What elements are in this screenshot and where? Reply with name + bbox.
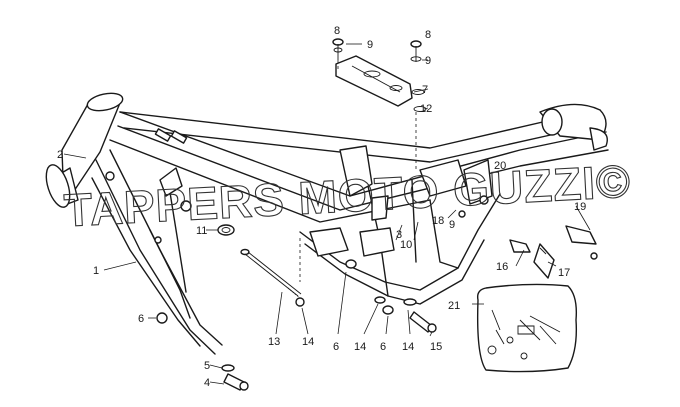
callout-11: 11 xyxy=(196,225,207,237)
callout-6a: 6 xyxy=(138,313,144,325)
callout-14a: 14 xyxy=(302,336,314,348)
callout-9a: 9 xyxy=(367,39,373,51)
callout-21: 21 xyxy=(448,300,460,312)
lower-left-fasteners xyxy=(156,312,249,391)
bolt-8-left xyxy=(332,38,344,60)
tool-kit-bag-21 xyxy=(476,283,578,373)
callout-16: 16 xyxy=(496,261,508,273)
callout-17: 17 xyxy=(558,267,570,279)
callout-12: 12 xyxy=(420,103,432,115)
steering-lock-assembly xyxy=(509,225,598,279)
callout-14c: 14 xyxy=(402,341,414,353)
callout-15: 15 xyxy=(430,341,442,353)
callout-20: 20 xyxy=(494,160,506,172)
long-bolt-13 xyxy=(240,238,305,307)
callout-19: 19 xyxy=(574,201,586,213)
callout-3: 3 xyxy=(396,229,402,241)
callout-18: 18 xyxy=(432,215,444,227)
callout-14b: 14 xyxy=(354,341,366,353)
callout-6c: 6 xyxy=(380,341,386,353)
callout-1: 1 xyxy=(93,265,99,277)
callout-9b: 9 xyxy=(425,55,431,67)
callout-4: 4 xyxy=(204,377,210,389)
callout-6b: 6 xyxy=(333,341,339,353)
top-mounting-plate xyxy=(335,55,413,107)
callout-10: 10 xyxy=(400,239,412,251)
callout-8a: 8 xyxy=(334,25,340,37)
frame-assembly xyxy=(45,92,609,355)
callout-13: 13 xyxy=(268,336,280,348)
callout-5: 5 xyxy=(204,360,210,372)
callout-9c: 9 xyxy=(449,219,455,231)
callout-8b: 8 xyxy=(425,29,431,41)
callout-7: 7 xyxy=(422,84,428,96)
callout-2: 2 xyxy=(57,149,63,161)
callout-labels: 1 2 3 4 5 6 6 6 7 8 8 9 9 9 10 11 12 13 … xyxy=(57,25,586,389)
leader-lines xyxy=(63,43,591,385)
bolt-8-right xyxy=(410,40,427,112)
lower-fasteners xyxy=(345,259,437,333)
